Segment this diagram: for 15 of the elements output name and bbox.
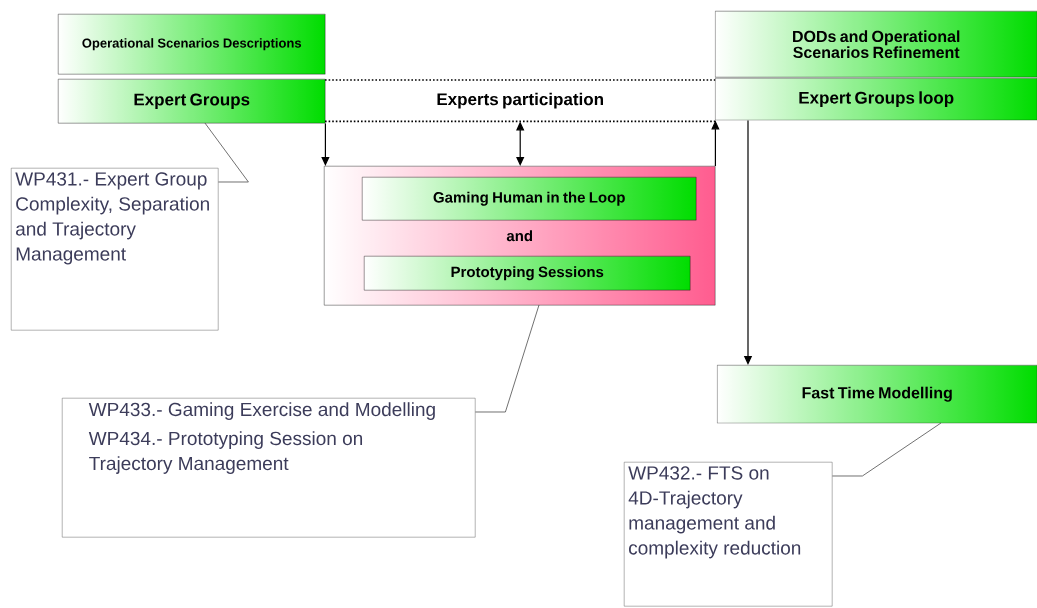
note-box: WP432.- FTS on 4D-Trajectory management and complexity reduction <box>624 462 833 607</box>
process-box: Fast Time Modelling <box>717 365 1037 424</box>
note-box: WP433.- Gaming Exercise and Modelling WP434.- Prototyping Session on Trajectory Management <box>62 398 476 538</box>
participation-band: Experts participation <box>324 79 717 123</box>
process-box: Expert Groups loop <box>715 78 1037 121</box>
process-box: Expert Groups <box>58 79 326 124</box>
note-box: WP431.- Expert Group Complexity, Separation and Trajectory Management <box>11 168 219 331</box>
process-box: DODs and Operational Scenarios Refinement <box>715 11 1037 78</box>
leader-line <box>475 304 540 413</box>
process-box: Operational Scenarios Descriptions <box>58 14 326 75</box>
leader-line <box>832 422 942 477</box>
process-box: Gaming Human in the Loop <box>362 177 697 221</box>
process-box: Prototyping Sessions <box>364 256 691 291</box>
arrow <box>321 122 330 166</box>
leader-line <box>204 122 249 183</box>
